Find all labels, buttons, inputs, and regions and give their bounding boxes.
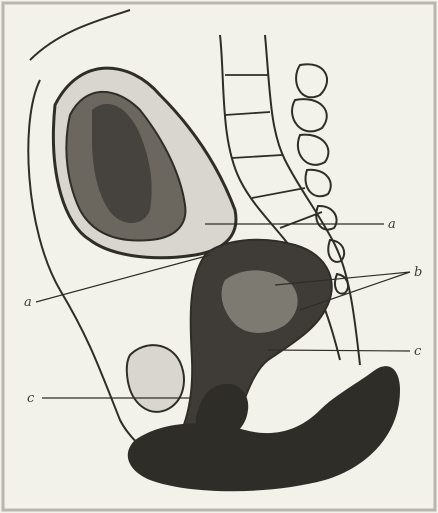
- label-b-right: b: [414, 265, 422, 280]
- label-c-right: c: [414, 344, 422, 359]
- label-a-upper: a: [388, 217, 396, 232]
- left-structure: [127, 345, 184, 412]
- label-c-left: c: [27, 391, 35, 406]
- outer-contour-top: [30, 10, 130, 60]
- label-a-left: a: [24, 295, 32, 310]
- leader-a-left: [36, 255, 210, 302]
- leader-c-right: [268, 350, 410, 351]
